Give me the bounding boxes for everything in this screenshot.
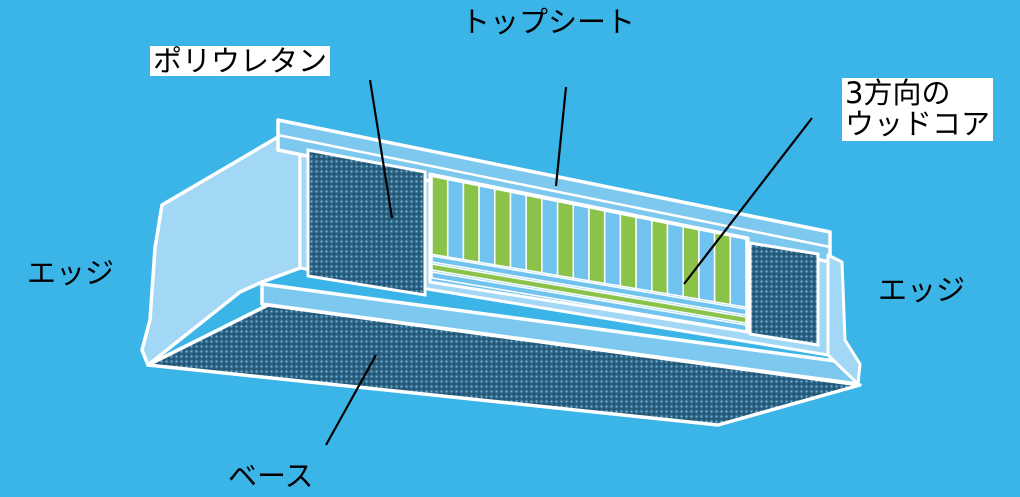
- wood-core-stripe: [713, 232, 732, 306]
- wood-core-stripe: [572, 203, 590, 282]
- base-layer: [146, 303, 862, 427]
- label-wood-core-line1: 3方向の: [845, 76, 951, 110]
- wood-core-stripe: [666, 222, 684, 298]
- wood-core-stripe: [446, 178, 465, 261]
- label-polyurethane: ポリウレタン: [150, 46, 331, 76]
- wood-core-stripe: [651, 219, 669, 295]
- wood-core-stripe: [462, 181, 480, 264]
- wood-core-stripe: [635, 216, 653, 293]
- wood-core-stripe: [478, 184, 496, 266]
- polyurethane-block-left: [306, 148, 427, 297]
- wood-core-stripe: [509, 191, 527, 272]
- pointer-wood-core: [683, 117, 813, 285]
- label-wood-core: 3方向の ウッドコア: [842, 76, 994, 141]
- label-edge-left: エッジ: [27, 256, 115, 290]
- wood-core-stripe: [682, 225, 700, 301]
- wood-core-stripe: [431, 175, 449, 258]
- wood-core-vertical-grain: [431, 175, 747, 308]
- pointer-base: [325, 354, 377, 446]
- wood-core-stripe: [556, 200, 575, 279]
- label-edge-right: エッジ: [878, 273, 966, 307]
- pointer-lines: [325, 79, 813, 446]
- polyurethane-block-right: [748, 241, 820, 347]
- label-base: ベース: [228, 459, 314, 493]
- wood-core-stripe: [729, 235, 747, 308]
- wood-core-horizontal-grain: [431, 255, 747, 332]
- label-wood-core-line2: ウッドコア: [845, 107, 991, 141]
- wood-core-stripe: [525, 194, 543, 274]
- label-top-sheet: トップシート: [461, 5, 636, 39]
- wood-core-stripe: [603, 210, 622, 287]
- wood-core-stripe: [698, 228, 716, 303]
- pointer-polyurethane: [368, 79, 394, 219]
- wood-core-stripe: [619, 213, 637, 290]
- pointer-top-sheet: [554, 86, 568, 187]
- wood-core-stripe: [588, 206, 606, 285]
- right-edge-panel: [826, 253, 862, 386]
- wood-core-stripe: [494, 188, 512, 269]
- wood-core-stripe: [541, 197, 559, 277]
